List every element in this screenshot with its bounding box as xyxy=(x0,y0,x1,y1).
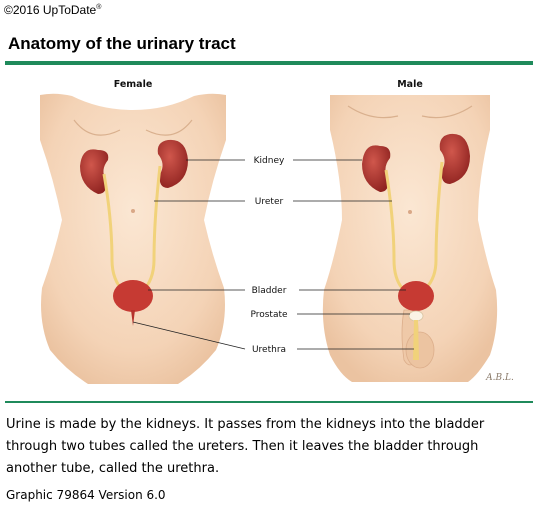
title-divider xyxy=(5,61,533,65)
registered-mark: ® xyxy=(96,4,102,11)
label-leader-lines xyxy=(132,159,414,350)
caption-divider xyxy=(5,401,533,403)
male-urinary-organs xyxy=(362,133,470,360)
artist-signature: A.B.L. xyxy=(485,373,514,383)
urinary-tract-illustration: Female Male xyxy=(40,79,514,384)
urethra-label: Urethra xyxy=(252,345,286,355)
ureter-label: Ureter xyxy=(255,197,284,207)
copyright-notice: ©2016 UpToDate® xyxy=(4,0,101,18)
page-title: Anatomy of the urinary tract xyxy=(8,34,236,53)
male-torso xyxy=(322,95,498,382)
bladder-label: Bladder xyxy=(252,286,287,296)
figure-caption: Urine is made by the kidneys. It passes … xyxy=(6,417,485,476)
female-urinary-organs xyxy=(80,139,188,326)
kidney-label: Kidney xyxy=(254,156,285,166)
prostate-label: Prostate xyxy=(250,310,288,320)
graphic-version: Graphic 79864 Version 6.0 xyxy=(6,488,166,502)
copyright-text: ©2016 UpToDate xyxy=(4,3,97,17)
female-heading: Female xyxy=(114,79,153,90)
female-torso xyxy=(40,93,226,384)
male-heading: Male xyxy=(397,79,423,90)
